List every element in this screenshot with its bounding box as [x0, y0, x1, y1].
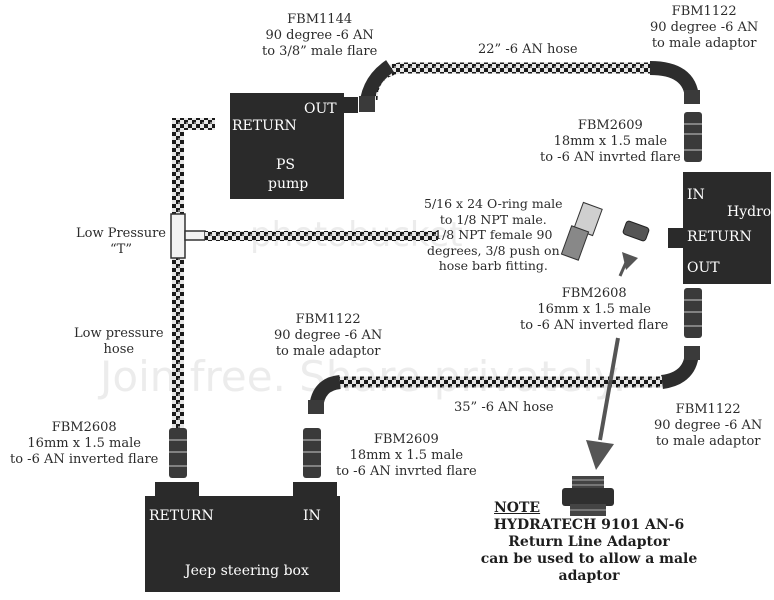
- arrow-to-small-adaptor-head: [622, 252, 638, 270]
- label-oring-fitting: 5/16 x 24 O-ring male to 1/8 NPT male. 1…: [424, 196, 563, 273]
- fbm1122-top-nut: [684, 90, 700, 104]
- label-fbm1144: FBM1144 90 degree -6 AN to 3/8” male fla…: [262, 12, 378, 59]
- label-fbm2609-top: FBM2609 18mm x 1.5 male to -6 AN invrted…: [540, 118, 681, 165]
- fbm1122-mid-nut: [308, 400, 324, 414]
- label-fbm2609-bottom: FBM2609 18mm x 1.5 male to -6 AN invrted…: [336, 432, 477, 479]
- note-heading: NOTE: [494, 500, 541, 516]
- ps-pump-port-out: OUT: [304, 101, 337, 117]
- low-pressure-t-fitting: [170, 213, 186, 259]
- label-hose-35: 35” -6 AN hose: [454, 400, 554, 415]
- ps-pump-port-return: RETURN: [232, 118, 297, 134]
- steering-box-port-in: IN: [303, 508, 321, 524]
- steering-box-return-tab: [155, 482, 199, 498]
- oring-barb-fitting: [560, 201, 603, 261]
- fbm2609-top-adaptor: [684, 112, 702, 162]
- hose-22-inch: [366, 62, 650, 101]
- steering-box-in-tab: [293, 482, 337, 498]
- label-fbm1122-top: FBM1122 90 degree -6 AN to male adaptor: [650, 4, 759, 51]
- note-block: NOTE HYDRATECH 9101 AN-6 Return Line Ada…: [454, 500, 724, 585]
- label-low-pressure-t: Low Pressure “T”: [76, 226, 166, 257]
- fbm2608-mid-adaptor: [684, 288, 702, 338]
- steering-box: RETURN IN Jeep steering box: [145, 496, 340, 592]
- fbm2608-left-adaptor: [169, 428, 187, 478]
- ps-pump-name-line1: PS: [276, 157, 296, 173]
- small-oring-adaptor: [622, 220, 650, 242]
- hydratech-adaptor-icon: [562, 476, 614, 516]
- low-pressure-t-branch: [184, 230, 206, 241]
- hydro-return-stub: [668, 228, 683, 248]
- arrow-to-hydratech-head: [586, 440, 614, 470]
- label-fbm1122-mid: FBM1122 90 degree -6 AN to male adaptor: [274, 312, 383, 359]
- fbm1144-nut: [359, 96, 375, 112]
- ps-pump-box: OUT RETURN PS pump: [230, 93, 344, 199]
- hydro-port-out: OUT: [687, 260, 720, 276]
- arrow-to-hydratech: [598, 337, 620, 441]
- fbm2609-bottom-adaptor: [303, 428, 321, 478]
- hydro-box: IN Hydro RETURN OUT: [683, 172, 771, 284]
- note-line-2: Return Line Adaptor: [508, 534, 670, 550]
- fbm1122-right-nut: [684, 346, 700, 360]
- ps-pump-out-stub: [344, 97, 358, 113]
- hydro-port-return: RETURN: [687, 229, 752, 245]
- hydro-name: Hydro: [727, 204, 772, 220]
- note-line-3: can be used to allow a male adaptor: [480, 551, 698, 584]
- low-pressure-hose-pump-to-t: [172, 118, 215, 220]
- steering-box-port-return: RETURN: [149, 508, 214, 524]
- label-hose-22: 22” -6 AN hose: [478, 42, 578, 57]
- hydro-port-in: IN: [687, 187, 705, 203]
- steering-box-name: Jeep steering box: [185, 563, 309, 579]
- label-fbm2608-mid: FBM2608 16mm x 1.5 male to -6 AN inverte…: [520, 286, 669, 333]
- label-low-pressure-hose: Low pressure hose: [74, 326, 164, 357]
- label-fbm1122-right: FBM1122 90 degree -6 AN to male adaptor: [654, 402, 763, 449]
- label-fbm2608-left: FBM2608 16mm x 1.5 male to -6 AN inverte…: [10, 420, 159, 467]
- note-line-1: HYDRATECH 9101 AN-6: [493, 517, 685, 533]
- ps-pump-name-line2: pump: [268, 176, 309, 192]
